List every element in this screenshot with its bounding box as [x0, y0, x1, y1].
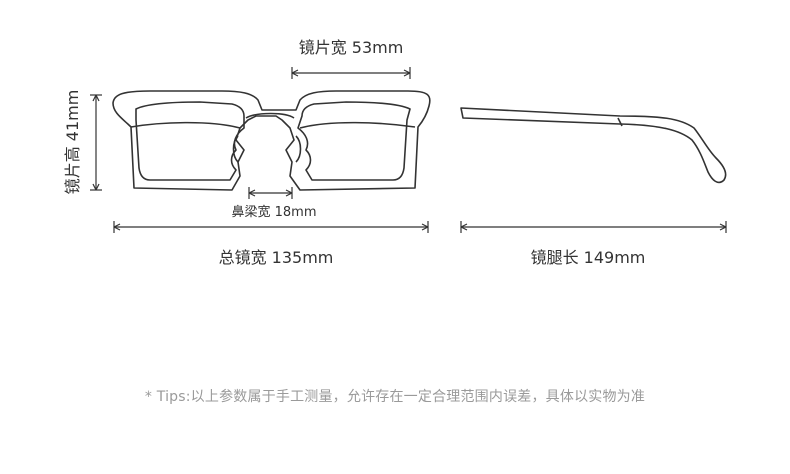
left-brow-line: [130, 121, 241, 129]
bridge-width-label: 鼻梁宽 18mm: [231, 204, 316, 220]
glasses-front-view: [112, 90, 431, 191]
lens-width-label: 镜片宽 53mm: [299, 38, 404, 57]
right-nose-pad: [295, 135, 302, 163]
temple-hinge: [617, 117, 623, 127]
bridge: [245, 112, 295, 119]
temple-length-label: 镜腿长 149mm: [531, 248, 646, 267]
right-brow-line: [299, 121, 416, 129]
lens-height-label: 镜片高 41mm: [63, 90, 82, 195]
temple-arm: [460, 107, 727, 184]
total-width-label: 总镜宽 135mm: [219, 248, 334, 267]
right-lens-inner: [297, 101, 411, 181]
left-nose-pad: [232, 135, 239, 163]
left-lens-inner: [135, 101, 245, 181]
frame-outline: [112, 90, 431, 191]
tips-note: * Tips:以上参数属于手工测量，允许存在一定合理范围内误差，具体以实物为准: [144, 389, 646, 405]
glasses-temple-view: [460, 107, 727, 184]
